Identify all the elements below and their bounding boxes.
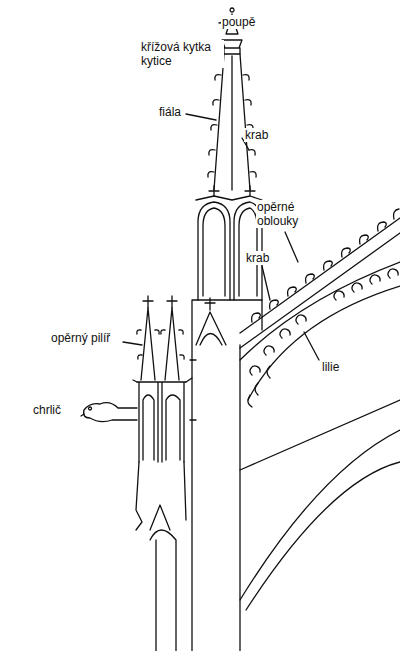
- crocket-cross-label: křížová kytka kytice: [140, 40, 224, 68]
- flying-buttress-label: opěrné oblouky: [256, 200, 316, 228]
- pinnacle-label: fiála: [158, 105, 182, 119]
- gargoyle-label: chrlič: [32, 403, 62, 417]
- bud-label: poupě: [221, 15, 256, 29]
- buttress-pier-label: opěrný pilíř: [50, 331, 111, 345]
- crocket-label: krab: [244, 128, 269, 142]
- crocket-label: krab: [245, 251, 270, 265]
- lily-label: lilie: [321, 360, 340, 374]
